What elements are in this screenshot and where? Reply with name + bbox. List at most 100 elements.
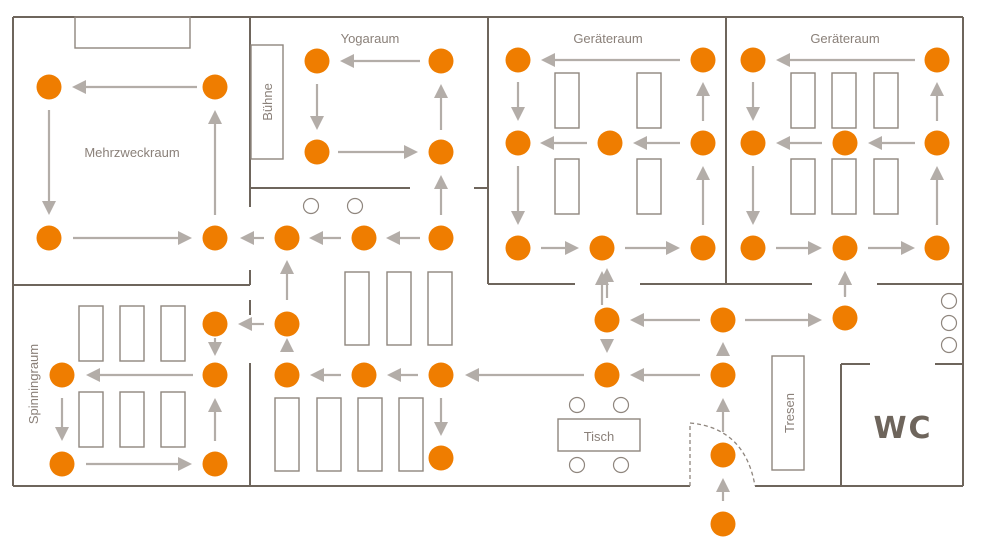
machine (831, 72, 857, 129)
station-marker (202, 225, 228, 251)
route-arrow-head (511, 211, 525, 225)
station-marker (710, 362, 736, 388)
machine (554, 72, 580, 129)
route-arrow-head (238, 317, 252, 331)
route-arrow-head (434, 84, 448, 98)
machine (636, 158, 662, 215)
entrance-door[interactable] (689, 422, 756, 487)
route-arrow-head (434, 175, 448, 189)
table (557, 418, 641, 452)
furniture: Bühne Tisch (74, 16, 958, 487)
station-marker (351, 362, 377, 388)
route-arrow-head (696, 82, 710, 96)
cabinet (74, 16, 191, 49)
station-marker (690, 130, 716, 156)
seat (612, 396, 630, 414)
station-marker (740, 47, 766, 73)
station-marker (351, 225, 377, 251)
station-marker (505, 235, 531, 261)
station-marker (505, 47, 531, 73)
route-arrow-head (696, 166, 710, 180)
route-arrow-head (280, 338, 294, 352)
route-arrow-head (901, 241, 915, 255)
route-arrow-head (434, 422, 448, 436)
route-arrow-head (808, 313, 822, 327)
route-arrow-head (666, 241, 680, 255)
machine (357, 397, 383, 472)
route-arrow-head (716, 478, 730, 492)
route-arrow-head (600, 339, 614, 353)
route-arrow-head (280, 260, 294, 274)
route-arrow-head (930, 166, 944, 180)
route-arrow-head (630, 313, 644, 327)
room-label-spinningraum: Spinningraum (26, 344, 41, 424)
route-arrow-head (776, 136, 790, 150)
station-marker (597, 130, 623, 156)
station-marker (428, 445, 454, 471)
station-marker (710, 307, 736, 333)
room-label-geraeteraum-1: Geräteraum (573, 31, 642, 46)
counter (771, 355, 805, 471)
bike (119, 305, 145, 362)
route-arrow-head (511, 107, 525, 121)
route-arrow-head (746, 211, 760, 225)
route-arrow-head (746, 107, 760, 121)
station-marker (594, 307, 620, 333)
route-arrow-head (310, 116, 324, 130)
station-marker (274, 225, 300, 251)
station-marker (202, 74, 228, 100)
station-marker (49, 451, 75, 477)
station-marker (428, 48, 454, 74)
station-marker (594, 362, 620, 388)
machine (873, 158, 899, 215)
route-arrow-head (633, 136, 647, 150)
route-arrow-head (716, 398, 730, 412)
station-marker (36, 225, 62, 251)
room-label-geraeteraum-2: Geräteraum (810, 31, 879, 46)
seat (940, 336, 958, 354)
route-arrow-head (309, 231, 323, 245)
route-arrow-head (540, 136, 554, 150)
route-arrow-head (208, 342, 222, 356)
machine (790, 72, 816, 129)
machine (386, 271, 412, 346)
station-marker (428, 139, 454, 165)
route-arrow-head (716, 342, 730, 356)
station-marker (832, 305, 858, 331)
route-arrow-head (600, 268, 614, 282)
station-marker (428, 362, 454, 388)
machine (873, 72, 899, 129)
route-arrow-head (208, 398, 222, 412)
machine (636, 72, 662, 129)
machine (790, 158, 816, 215)
route-arrow-head (541, 53, 555, 67)
station-marker (274, 311, 300, 337)
room-label-wc: WC (873, 411, 932, 446)
station-marker (690, 47, 716, 73)
station-marker (924, 130, 950, 156)
route-arrow-head (208, 110, 222, 124)
route-arrow-head (55, 427, 69, 441)
station-marker (924, 47, 950, 73)
bike (78, 391, 104, 448)
route-arrows (42, 53, 944, 501)
station-marker (274, 362, 300, 388)
station-marker (428, 225, 454, 251)
station-marker (710, 442, 736, 468)
bike (119, 391, 145, 448)
route-arrow-head (565, 241, 579, 255)
station-marker (832, 235, 858, 261)
stations (36, 47, 950, 537)
station-marker (202, 451, 228, 477)
stage-label: Bühne (260, 83, 275, 121)
station-marker (49, 362, 75, 388)
route-arrow-head (868, 136, 882, 150)
seat (568, 456, 586, 474)
route-arrow-head (86, 368, 100, 382)
route-arrow-head (178, 231, 192, 245)
station-marker (304, 48, 330, 74)
seat (940, 292, 958, 310)
machine (316, 397, 342, 472)
route-arrow-head (808, 241, 822, 255)
